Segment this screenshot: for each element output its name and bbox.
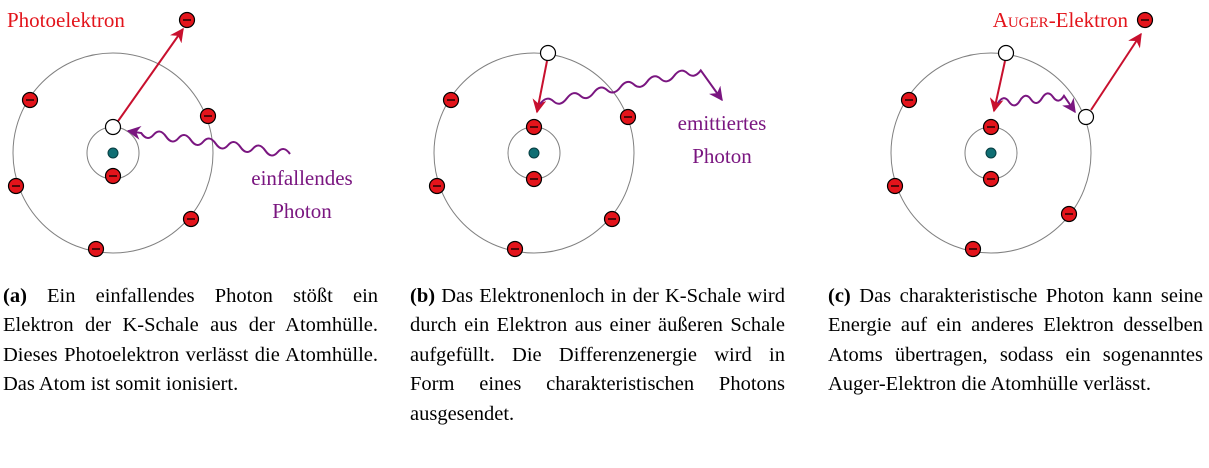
panel-c-electron	[1062, 207, 1077, 222]
panel-a-photoelectron-label: Photoelektron	[7, 8, 125, 32]
panel-b-photon-label-line1: emittiertes	[678, 111, 767, 135]
caption-a-tag: (a)	[3, 285, 27, 307]
panel-b-emitted-photon-wave	[540, 70, 722, 104]
panel-c-auger-electron	[1138, 13, 1153, 28]
panel-a-electron	[106, 169, 121, 184]
panel-a-photoelectron	[180, 13, 195, 28]
panel-c-internal-photon-wave	[998, 93, 1075, 112]
panel-a-diagram: Photoelektron einfallendes Photon	[7, 8, 353, 257]
panel-c-diagram: Auger-Elektron	[888, 8, 1153, 257]
caption-b-tag: (b)	[410, 285, 435, 307]
panel-c-electron	[888, 179, 903, 194]
caption-c-text: Das charakteristische Photon kann seine …	[828, 285, 1203, 395]
panel-a-electron	[184, 212, 199, 227]
panel-b-electron	[444, 93, 459, 108]
panel-a-photon-label-line1: einfallendes	[251, 166, 352, 190]
panel-a-electron	[201, 109, 216, 124]
panel-b-nucleus	[529, 148, 539, 158]
panel-a-incident-photon-wave	[128, 131, 290, 155]
panel-c-filled-k-electron	[984, 120, 999, 135]
panel-a-electron	[89, 242, 104, 257]
panel-b-transition-arrow	[537, 61, 547, 112]
panel-b-electron	[605, 212, 620, 227]
panel-c-auger-name: Auger	[993, 8, 1049, 32]
caption-a-text: Ein einfallendes Photon stößt ein Elektr…	[3, 285, 378, 395]
panel-c-electron	[984, 172, 999, 187]
panel-b-photon-label-line2: Photon	[692, 144, 752, 168]
panel-a-photoelectron-arrow	[116, 29, 183, 124]
panel-c-electron	[902, 93, 917, 108]
panel-b-electron	[527, 172, 542, 187]
panel-b-filled-k-electron	[527, 120, 542, 135]
panel-c-transition-arrow	[994, 61, 1005, 111]
panel-b-diagram: emittiertes Photon	[430, 46, 767, 257]
caption-b-text: Das Elektronenloch in der K-Schale wird …	[410, 285, 785, 425]
panel-b-electron	[508, 242, 523, 257]
panel-c-nucleus	[986, 148, 996, 158]
panel-a-nucleus	[108, 148, 118, 158]
caption-c: (c) Das charakteristische Photon kann se…	[828, 282, 1203, 400]
caption-c-tag: (c)	[828, 285, 851, 307]
panel-b-electron	[430, 179, 445, 194]
panel-b-outer-hole	[541, 46, 556, 61]
panel-c-auger-suffix: -Elektron	[1049, 8, 1129, 32]
panel-c-auger-arrow	[1091, 34, 1141, 110]
panel-c-outer-hole	[999, 46, 1014, 61]
diagram-canvas: Photoelektron einfallendes Photon emitti…	[0, 0, 1209, 270]
caption-b: (b) Das Elektronenloch in der K-Schale w…	[410, 282, 785, 429]
panel-a-electron-hole	[106, 120, 121, 135]
panel-c-electron	[966, 242, 981, 257]
caption-a: (a) Ein einfallendes Photon stößt ein El…	[3, 282, 378, 400]
panel-a-electron	[23, 93, 38, 108]
panel-b-electron	[621, 110, 636, 125]
panel-c-auger-electron-label: Auger-Elektron	[993, 8, 1129, 32]
panel-a-photon-label-line2: Photon	[272, 199, 332, 223]
panel-a-electron	[9, 179, 24, 194]
panel-c-auger-hole	[1079, 110, 1094, 125]
